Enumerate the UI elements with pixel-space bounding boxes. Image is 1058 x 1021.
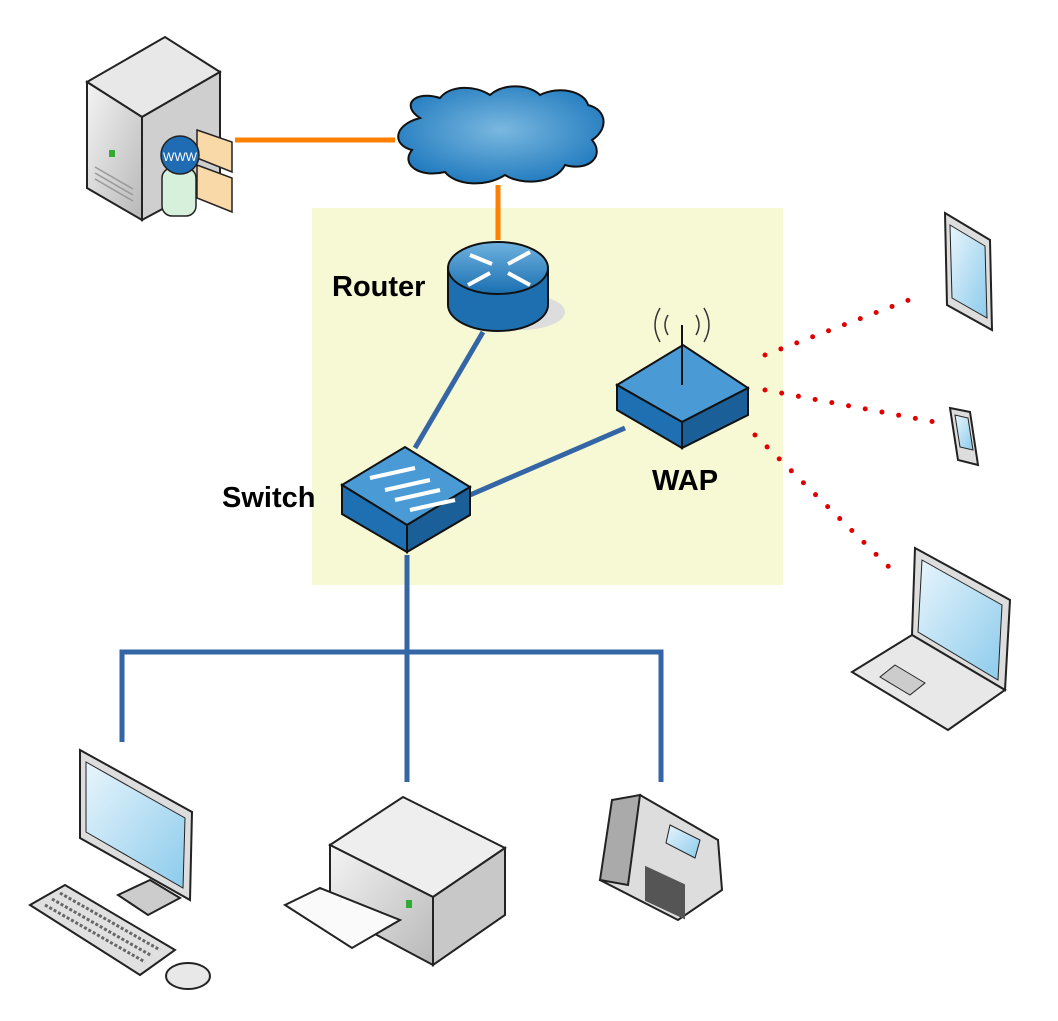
mouse-icon <box>165 962 211 990</box>
wired-links <box>119 330 664 782</box>
link-router-switch <box>412 330 486 450</box>
www-logo-text: WWW <box>163 150 198 164</box>
laptop-icon <box>850 546 1012 732</box>
internet-cloud-icon <box>397 85 605 185</box>
ip-phone-icon <box>598 793 724 922</box>
link-wap-smartphone <box>762 387 943 426</box>
switch-label: Switch <box>222 482 316 514</box>
link-switch-desktop <box>119 649 407 742</box>
wap-label: WAP <box>652 465 719 497</box>
tablet-icon <box>943 211 994 332</box>
router-icon <box>447 241 565 332</box>
link-switch-wap <box>469 425 626 498</box>
router-label: Router <box>332 271 426 303</box>
wap-icon <box>615 307 750 450</box>
wireless-links <box>752 292 943 578</box>
switch-icon <box>340 445 472 554</box>
link-wap-laptop <box>752 432 900 578</box>
desktop-computer-icon <box>28 748 211 990</box>
printer-icon <box>282 795 507 967</box>
link-wap-tablet <box>762 292 925 358</box>
internet-links <box>235 137 501 240</box>
web-server-icon: WWW <box>85 35 233 222</box>
smartphone-icon <box>948 406 980 467</box>
link-switch-phone <box>407 649 664 782</box>
